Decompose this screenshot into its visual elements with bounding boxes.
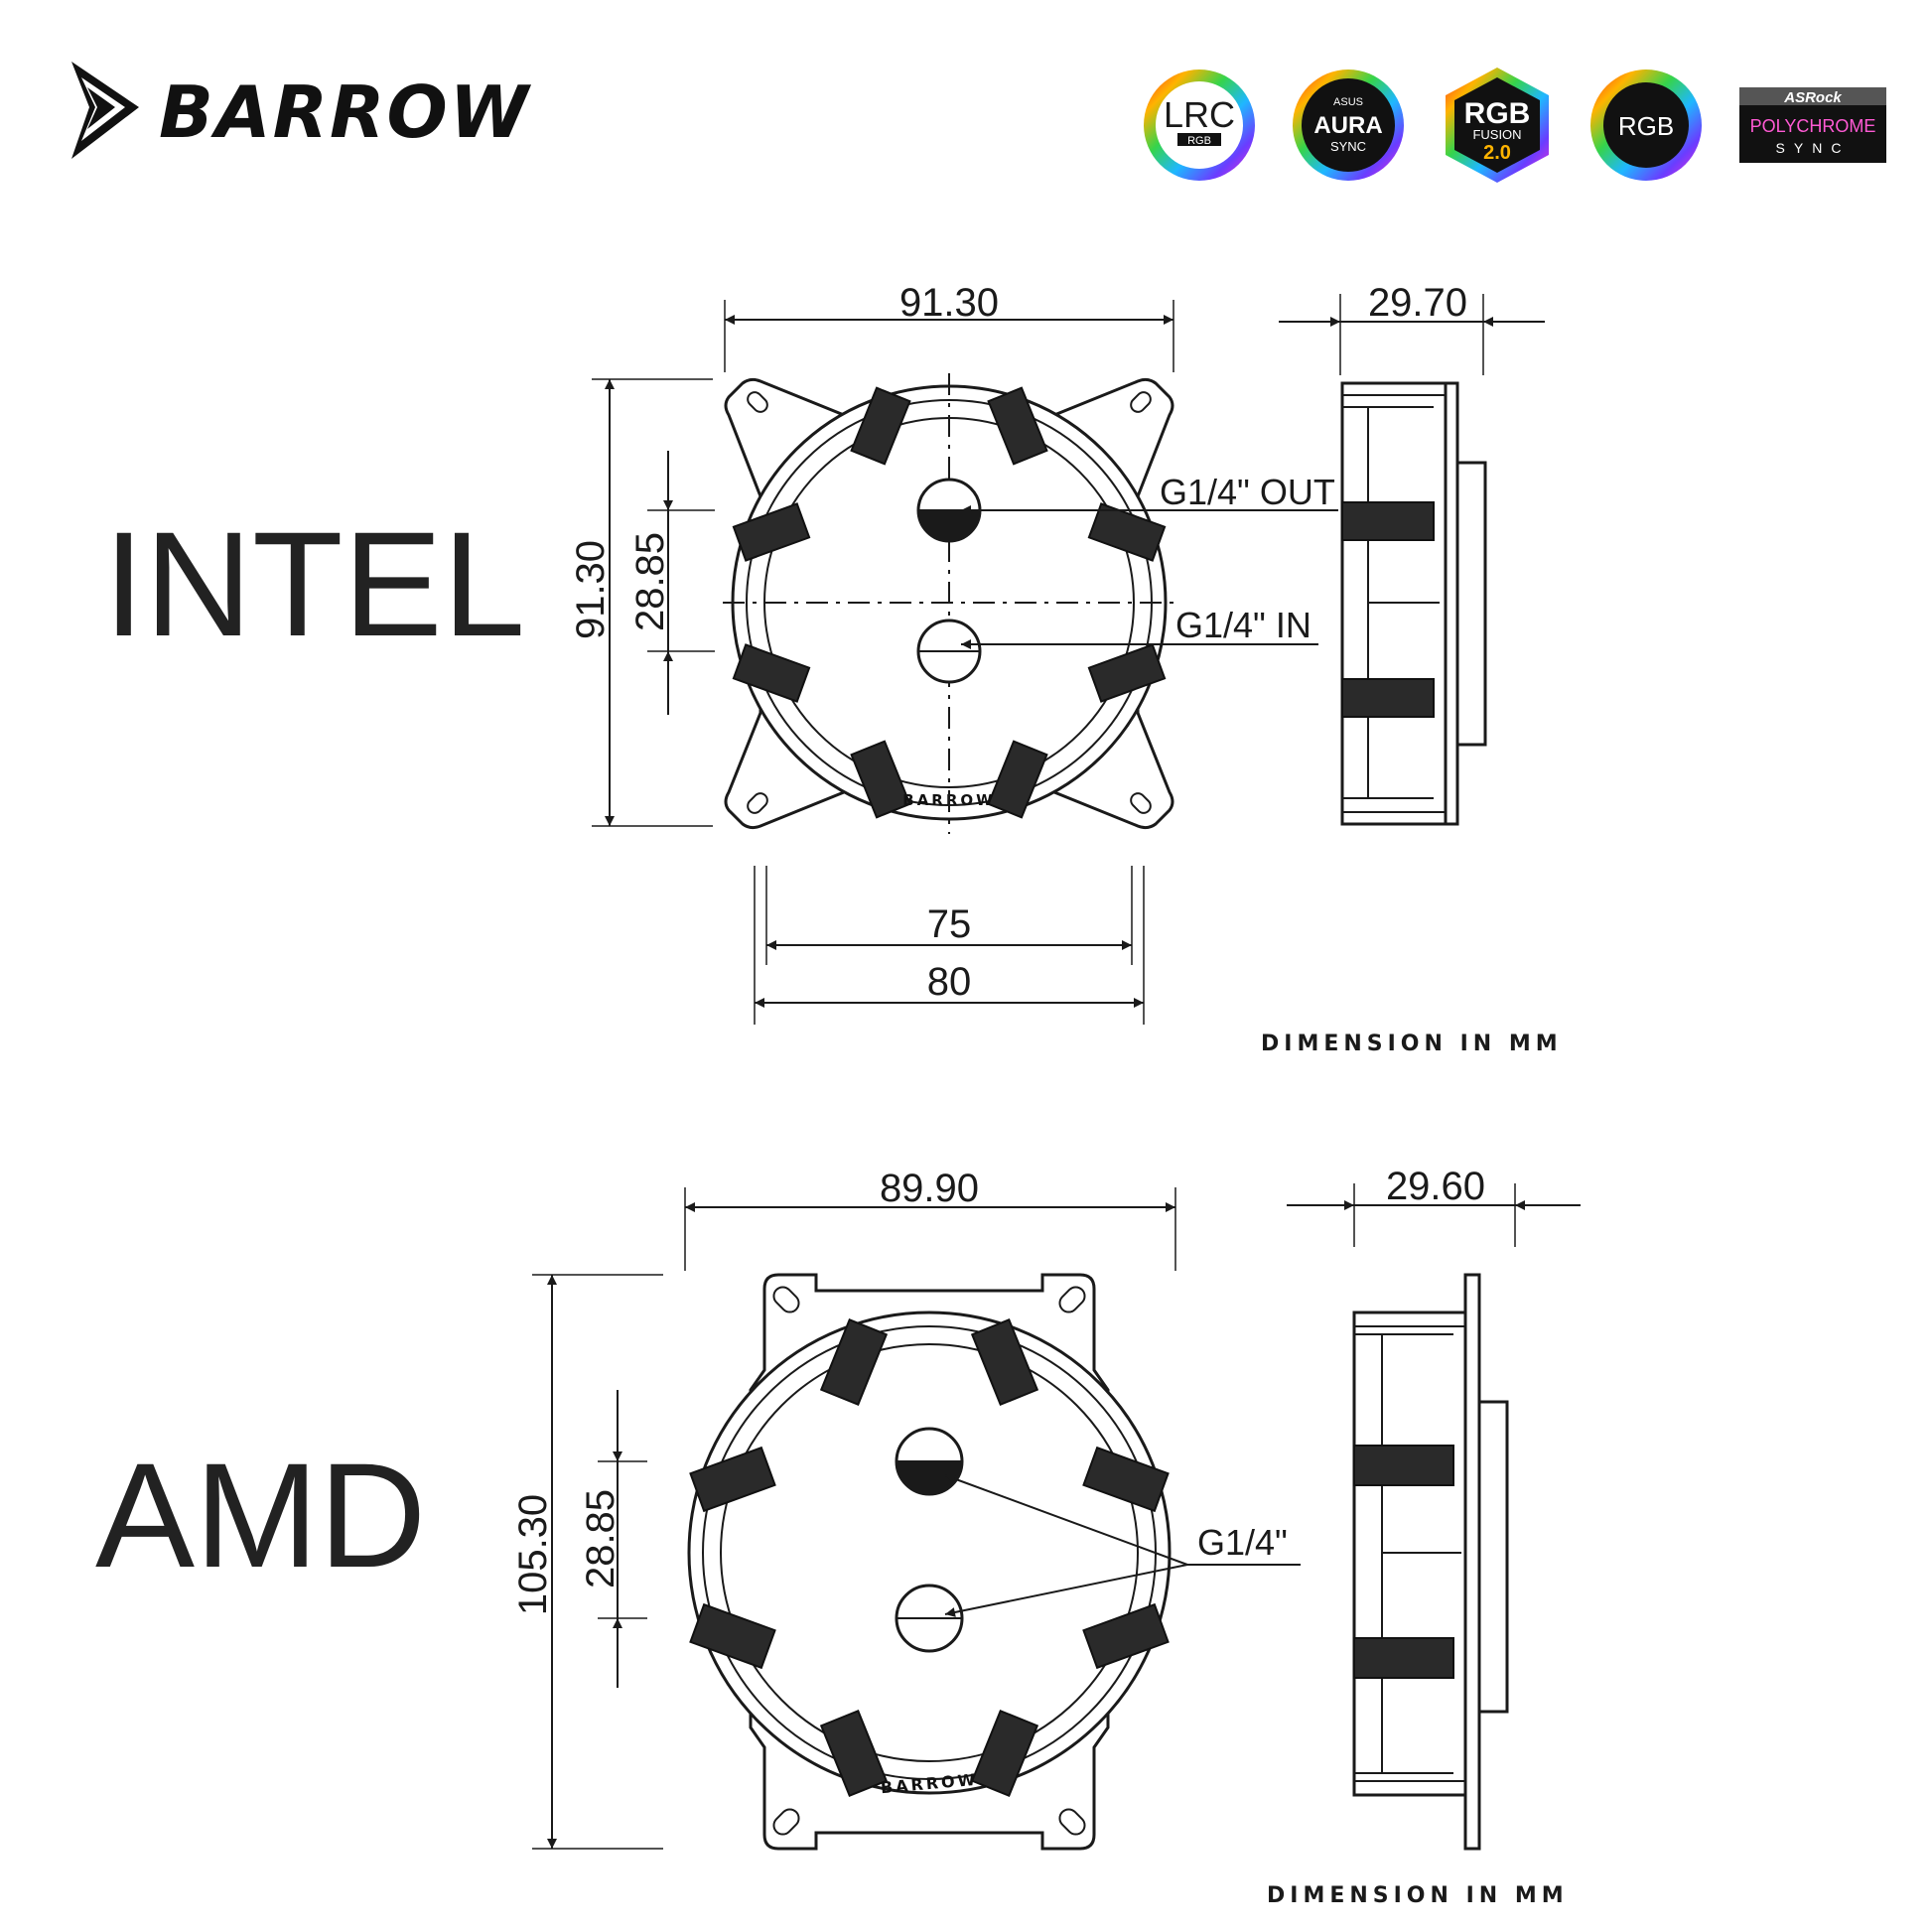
intel-dimension-note: DIMENSION IN MM [1261,1032,1563,1056]
amd-height-value: 105.30 [511,1494,555,1615]
brand-name: BARROW [159,70,532,154]
barrow-arrow-icon [71,62,139,159]
intel-out-label: G1/4" OUT [1160,472,1335,512]
intel-hole-dim-outer: 80 [927,960,972,1004]
amd-port-spacing-value: 28.85 [579,1489,622,1588]
aura-sync-badge: ASUS AURA SYNC [1293,69,1404,181]
amd-width-value: 89.90 [880,1167,979,1210]
amd-port-spacing-dimension: 28.85 [579,1390,647,1688]
aura-badge-text: AURA [1313,112,1382,139]
intel-side-value: 29.70 [1368,281,1467,325]
amd-height-dimension: 105.30 [511,1274,663,1850]
intel-height-value: 91.30 [569,540,613,639]
intel-in-label: G1/4" IN [1175,605,1311,645]
aura-badge-top: ASUS [1333,96,1363,108]
intel-hole-dim-inner: 75 [927,902,972,946]
amd-side-value: 29.60 [1386,1165,1485,1208]
intel-in-port [916,619,982,684]
fusion-badge-subtext: FUSION [1472,127,1521,142]
rgb-badge: RGB [1590,69,1702,181]
intel-ring-logo: BARROW [902,791,995,809]
polychrome-badge-subtext: SYNC [1776,140,1851,156]
amd-block-top-view: BARROW [687,1273,1172,1851]
intel-title: INTEL [103,500,525,667]
intel-port-spacing-dimension: 28.85 [628,451,715,715]
rgb-fusion-badge: RGB FUSION 2.0 [1446,68,1549,183]
fusion-badge-text: RGB [1464,97,1531,130]
amd-width-dimension: 89.90 [684,1167,1176,1271]
intel-in-callout: G1/4" IN [961,605,1318,649]
brand-logo: BARROW [71,62,532,159]
lrc-badge-text: LRC [1164,94,1235,135]
intel-block-top-view: BARROW [723,373,1175,834]
intel-block-side-view: 29.70 [1279,281,1545,826]
amd-port-label: G1/4" [1197,1522,1288,1563]
amd-dimension-note: DIMENSION IN MM [1267,1883,1569,1908]
polychrome-badge-text: POLYCHROME [1750,116,1876,136]
intel-width-value: 91.30 [899,281,999,325]
amd-led-clips [689,1317,1170,1798]
intel-height-dimension: 91.30 [569,378,713,827]
lrc-badge-subtext: RGB [1187,135,1211,147]
aura-badge-subtext: SYNC [1330,139,1366,154]
lrc-rgb-badge: LRC RGB [1144,69,1255,181]
intel-width-dimension: 91.30 [724,281,1174,372]
amd-port-callout: G1/4" [944,1473,1301,1617]
intel-out-callout: G1/4" OUT [961,472,1338,515]
intel-out-port [916,478,982,543]
amd-block-side-view: 29.60 [1287,1165,1581,1851]
amd-top-port [895,1427,964,1496]
intel-port-spacing-value: 28.85 [628,532,672,631]
intel-led-clips [732,386,1167,819]
polychrome-sync-badge: ASRock POLYCHROME SYNC [1739,87,1886,163]
amd-bottom-port [895,1584,964,1653]
fusion-badge-version: 2.0 [1483,142,1511,164]
intel-hole-spacing-dimensions: 75 80 [754,866,1145,1025]
amd-title: AMD [95,1432,426,1598]
rgb-badge-text: RGB [1618,111,1674,141]
polychrome-badge-top: ASRock [1783,89,1842,106]
